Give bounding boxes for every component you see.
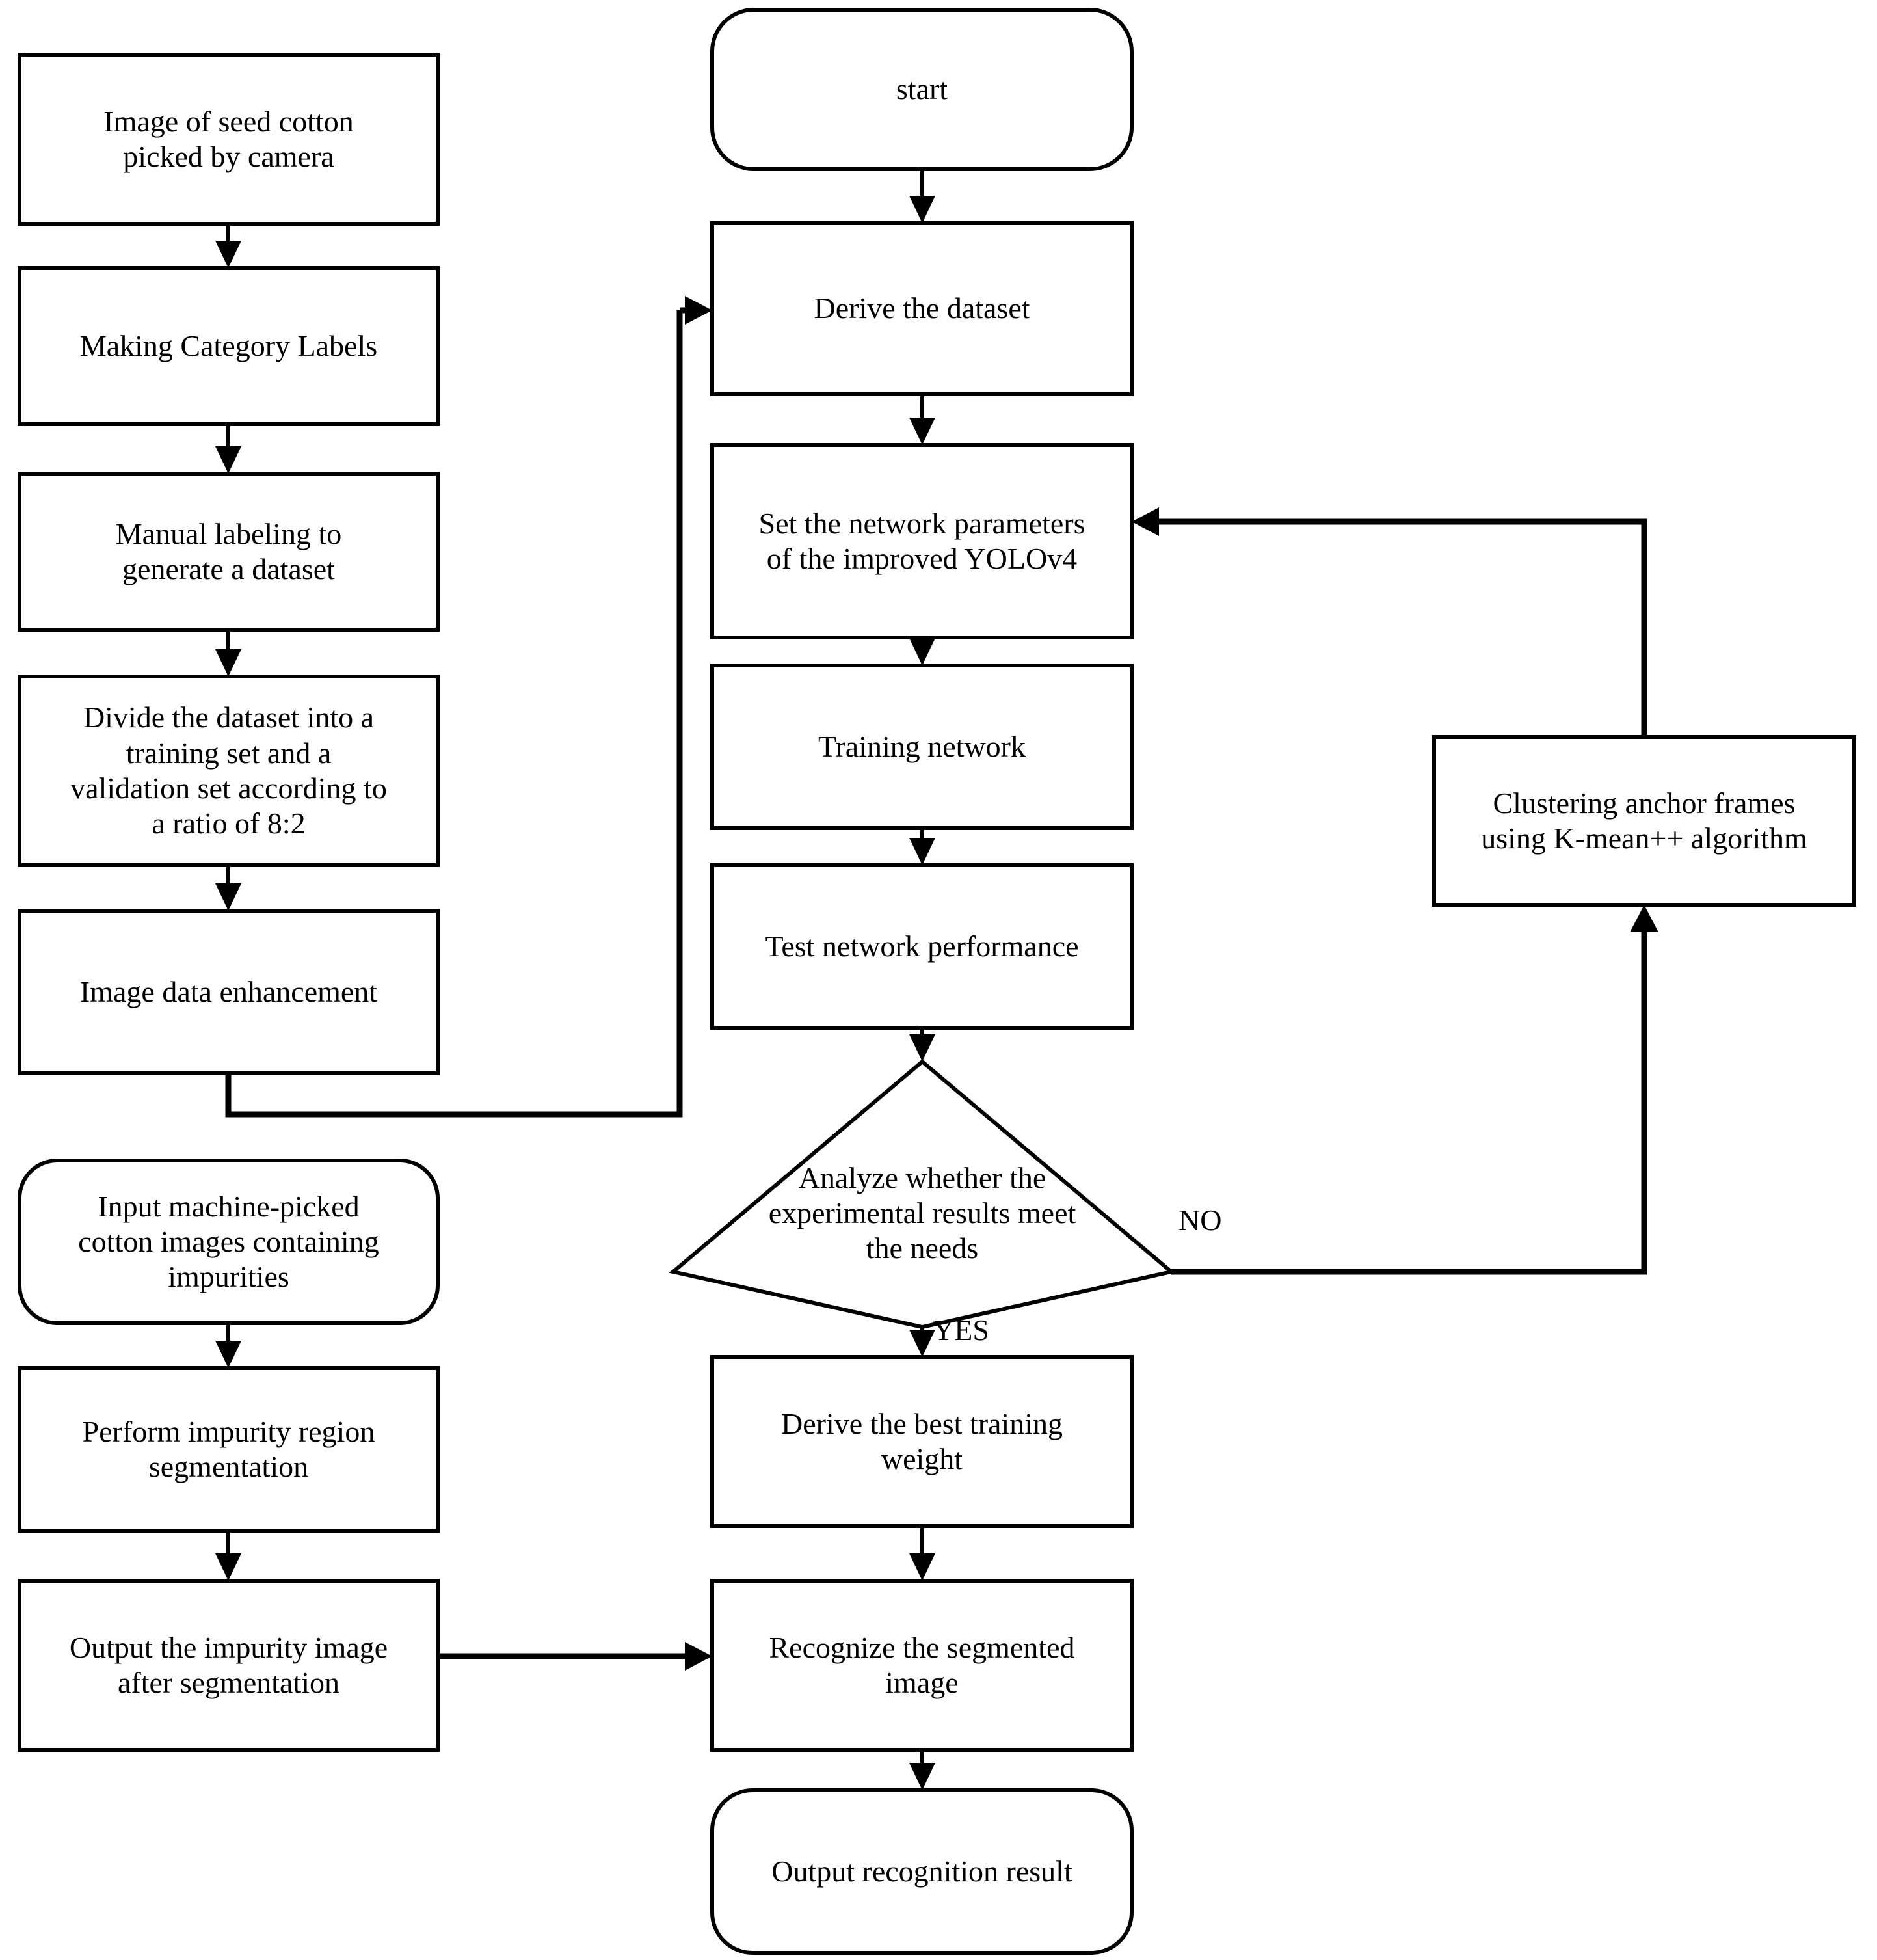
node-perform-impurity-segmentation[interactable]	[18, 1366, 440, 1533]
arrow-head-icon	[215, 649, 241, 677]
arrow-head-icon	[909, 1763, 935, 1790]
node-clustering-anchor-frames[interactable]	[1432, 735, 1856, 907]
node-divide-the-dataset[interactable]	[18, 675, 440, 867]
arrow-head-icon	[215, 446, 241, 474]
node-image-data-enhancement[interactable]	[18, 909, 440, 1075]
arrow-head-icon	[909, 418, 935, 445]
node-output-recognition-result[interactable]	[710, 1788, 1134, 1955]
node-output-impurity-image[interactable]	[18, 1579, 440, 1752]
arrow-head-icon	[1630, 905, 1658, 932]
node-recognize-segmented-image[interactable]	[710, 1579, 1134, 1752]
node-image-of-seed-cotton[interactable]	[18, 53, 440, 226]
arrow-head-icon	[909, 196, 935, 223]
arrow-head-icon	[215, 883, 241, 911]
edge-label-yes: YES	[933, 1313, 989, 1347]
arrow-head-icon	[215, 1553, 241, 1581]
node-manual-labeling[interactable]	[18, 472, 440, 632]
arrow-head-icon	[215, 1341, 241, 1368]
edge-enhancement-to-derive-dataset	[225, 310, 683, 1118]
arrow-head-icon	[685, 1642, 712, 1671]
edge-label-no: NO	[1178, 1203, 1222, 1237]
edge-analyze-no-to-clustering	[1171, 920, 1647, 1275]
node-analyze-decision[interactable]	[669, 1059, 1176, 1330]
node-start[interactable]	[710, 8, 1134, 171]
arrow-head-icon	[909, 1034, 935, 1062]
node-training-network[interactable]	[710, 664, 1134, 830]
arrow-head-icon	[685, 296, 712, 325]
arrow-head-icon	[909, 638, 935, 665]
arrow-head-icon	[909, 1330, 935, 1357]
arrow-head-icon	[909, 838, 935, 865]
node-test-network-performance[interactable]	[710, 863, 1134, 1030]
node-making-category-labels[interactable]	[18, 266, 440, 426]
node-set-network-parameters[interactable]	[710, 443, 1134, 639]
arrow-head-icon	[215, 241, 241, 268]
node-input-machine-picked[interactable]	[18, 1159, 440, 1325]
arrow-head-icon	[1132, 507, 1159, 536]
node-derive-the-dataset[interactable]	[710, 221, 1134, 396]
edge-clustering-to-setparams	[1147, 518, 1647, 737]
arrow-head-icon	[909, 1553, 935, 1581]
node-derive-best-weight[interactable]	[710, 1355, 1134, 1528]
